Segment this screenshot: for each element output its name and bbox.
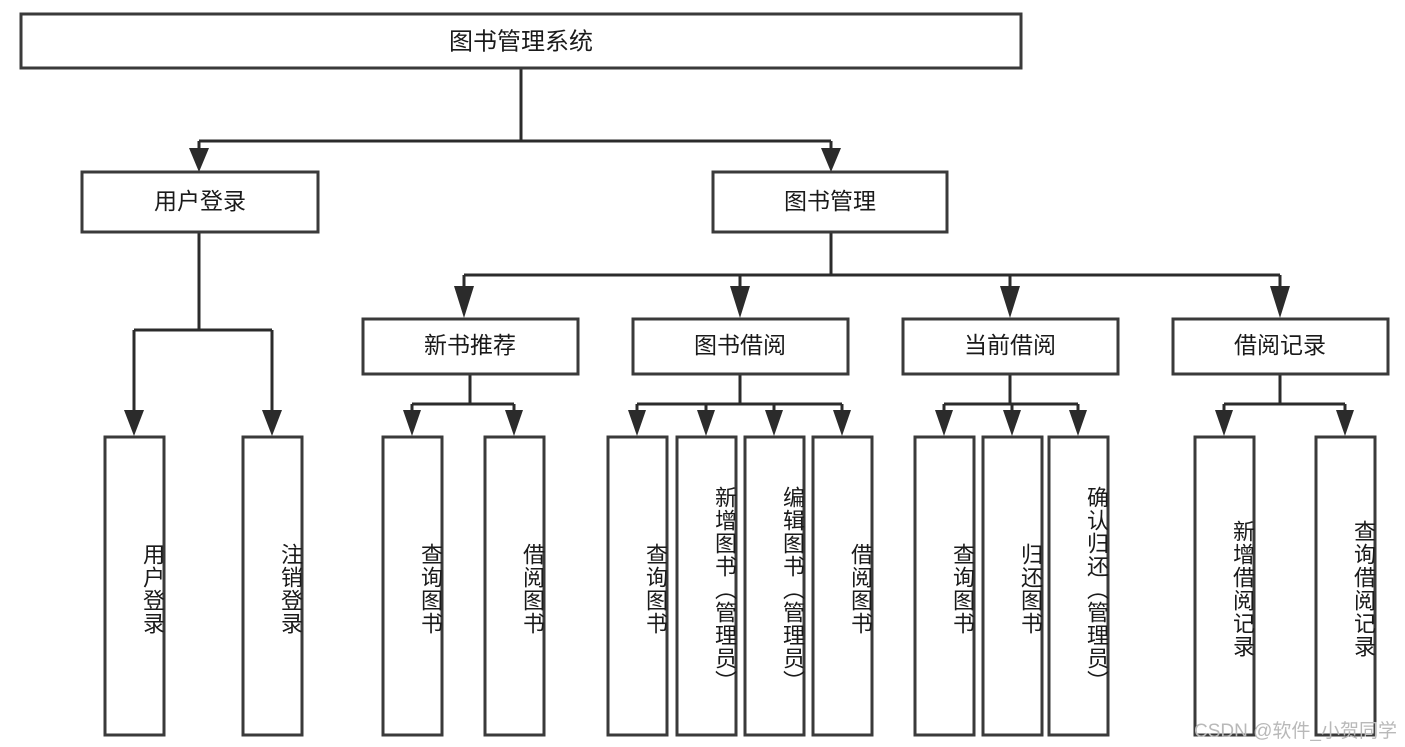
node-book-borrow[interactable]: 图书借阅	[631, 317, 850, 376]
leaf-box-borrow-book-2[interactable]	[811, 435, 874, 737]
arrow-bookborrow	[730, 286, 750, 318]
leaf-box-add-book[interactable]	[675, 435, 738, 737]
book-borrow-box[interactable]	[631, 317, 850, 376]
leaf-box-confirm-return[interactable]	[1047, 435, 1110, 737]
arrow-bookborrow-leaf-1	[628, 410, 646, 436]
arrow-bookborrow-leaf-3	[765, 410, 783, 436]
leaf-boxes-book-borrow	[606, 435, 874, 737]
leaf-box-query-book-3[interactable]	[913, 435, 976, 737]
arrow-currentborrow	[1000, 286, 1020, 318]
connectors-borrowrecord-to-leaves	[1215, 374, 1354, 436]
new-book-recommend-box[interactable]	[361, 317, 580, 376]
current-borrow-label: 当前借阅	[964, 332, 1056, 358]
arrow-bookborrow-leaf-2	[697, 410, 715, 436]
arrow-bookborrow-leaf-4	[833, 410, 851, 436]
arrow-newbook-leaf-2	[505, 410, 523, 436]
arrow-borrowrecord-leaf-1	[1215, 410, 1233, 436]
leaf-boxes-user-login	[103, 435, 304, 737]
leaf-boxes-current-borrow	[913, 435, 1110, 737]
node-borrow-record[interactable]: 借阅记录	[1171, 317, 1390, 376]
leaf-box-edit-book[interactable]	[743, 435, 806, 737]
leaf-box-add-record[interactable]	[1193, 435, 1256, 737]
arrow-newbook	[454, 286, 474, 318]
leaf-box-return-book[interactable]	[981, 435, 1044, 737]
watermark-text: CSDN @软件_小贺同学	[1194, 721, 1397, 742]
node-current-borrow[interactable]: 当前借阅	[901, 317, 1120, 376]
leaf-boxes-borrow-record	[1193, 435, 1377, 737]
connectors-bookborrow-to-leaves	[628, 374, 851, 436]
root-label: 图书管理系统	[449, 28, 593, 55]
leaf-box-user-login[interactable]	[103, 435, 166, 737]
node-new-book-recommend[interactable]: 新书推荐	[361, 317, 580, 376]
arrow-user-login	[189, 148, 209, 172]
new-book-recommend-label: 新书推荐	[424, 332, 516, 358]
arrow-borrowrecord-leaf-2	[1336, 410, 1354, 436]
borrow-record-label: 借阅记录	[1234, 332, 1326, 358]
node-root[interactable]: 图书管理系统	[19, 12, 1023, 70]
node-user-login[interactable]: 用户登录	[80, 170, 320, 234]
leaf-boxes-new-book	[381, 435, 546, 737]
connectors-bookmanage-to-level3	[454, 232, 1290, 318]
arrow-currentborrow-leaf-1	[935, 410, 953, 436]
book-manage-box[interactable]	[711, 170, 949, 234]
arrow-newbook-leaf-1	[403, 410, 421, 436]
connectors-root-to-level2	[189, 69, 841, 172]
book-borrow-label: 图书借阅	[694, 332, 786, 358]
arrow-leaf-logout	[262, 410, 282, 436]
arrow-borrowrecord	[1270, 286, 1290, 318]
connectors-newbook-to-leaves	[403, 374, 523, 436]
leaf-box-query-book-2[interactable]	[606, 435, 669, 737]
connectors-currentborrow-to-leaves	[935, 374, 1087, 436]
leaf-box-borrow-book-1[interactable]	[483, 435, 546, 737]
arrow-book-manage	[821, 148, 841, 172]
arrow-currentborrow-leaf-2	[1003, 410, 1021, 436]
arrow-leaf-user-login	[124, 410, 144, 436]
leaf-box-query-book-1[interactable]	[381, 435, 444, 737]
arrow-currentborrow-leaf-3	[1069, 410, 1087, 436]
leaf-box-logout[interactable]	[241, 435, 304, 737]
user-login-box[interactable]	[80, 170, 320, 234]
borrow-record-box[interactable]	[1171, 317, 1390, 376]
connectors-userlogin-to-leaves	[124, 232, 282, 436]
book-manage-label: 图书管理	[784, 188, 876, 214]
user-login-label: 用户登录	[154, 188, 246, 214]
current-borrow-box[interactable]	[901, 317, 1120, 376]
root-box[interactable]	[19, 12, 1023, 70]
leaf-box-query-record[interactable]	[1314, 435, 1377, 737]
node-book-manage[interactable]: 图书管理	[711, 170, 949, 234]
